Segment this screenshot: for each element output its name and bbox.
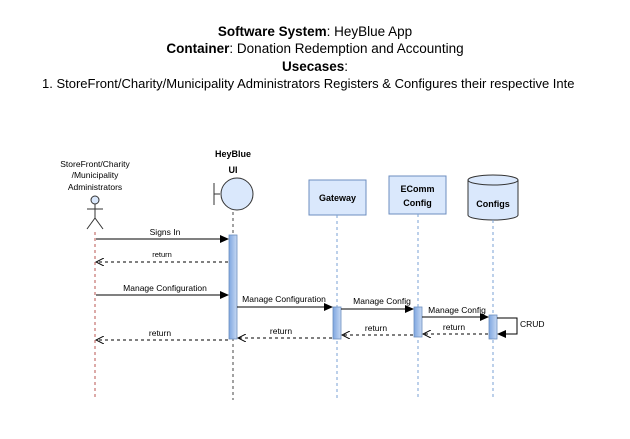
actor-administrators: StoreFront/Charity /Municipality Adminis… — [60, 159, 130, 400]
gateway-label: Gateway — [319, 193, 356, 203]
database-icon — [467, 174, 519, 221]
message-signs-in: Signs In — [96, 227, 229, 243]
configs-label: Configs — [476, 199, 510, 209]
actor-label-3: Administrators — [68, 182, 122, 192]
system-title: Software System: HeyBlue App — [217, 24, 413, 39]
svg-text:Manage Config: Manage Config — [353, 296, 411, 306]
svg-text:Manage Configuration: Manage Configuration — [123, 283, 207, 293]
svg-text:return: return — [365, 323, 387, 333]
boundary-icon — [213, 177, 254, 211]
svg-text:CRUD: CRUD — [520, 319, 545, 329]
message-crud-self: CRUD — [497, 317, 545, 338]
stick-figure-icon — [86, 195, 104, 230]
participant-gateway: Gateway — [308, 179, 367, 400]
configs-activation — [488, 314, 498, 340]
message-return-gateway: return — [238, 326, 332, 338]
message-manage-config-4: Manage Config — [422, 305, 489, 321]
ecomm-label-1: EComm — [400, 184, 434, 194]
svg-text:return: return — [270, 326, 292, 336]
gateway-activation — [332, 306, 342, 340]
message-return-ui: return — [96, 328, 228, 340]
message-return-ecomm: return — [342, 323, 413, 335]
svg-text:Manage Config: Manage Config — [428, 305, 486, 315]
participant-configs: Configs — [467, 174, 519, 400]
actor-label-1: StoreFront/Charity — [60, 159, 130, 169]
svg-text:return: return — [152, 250, 172, 259]
svg-text:Manage Configuration: Manage Configuration — [242, 294, 326, 304]
message-manage-config-3: Manage Config — [341, 296, 414, 313]
usecases-heading: Usecases: — [281, 59, 349, 74]
ecomm-activation — [413, 306, 423, 338]
message-manage-configuration-1: Manage Configuration — [96, 283, 229, 299]
participant-ecomm-config: EComm Config — [388, 175, 447, 400]
ui-label-2: UI — [229, 165, 238, 175]
actor-label-2: /Municipality — [72, 170, 120, 180]
message-manage-configuration-2: Manage Configuration — [237, 294, 333, 311]
usecase-1: 1. StoreFront/Charity/Municipality Admin… — [42, 76, 575, 91]
svg-text:return: return — [149, 328, 171, 338]
svg-text:return: return — [443, 322, 465, 332]
svg-text:Signs In: Signs In — [150, 227, 181, 237]
ui-label-1: HeyBlue — [215, 149, 251, 159]
participant-heyblue-ui: HeyBlue UI — [213, 149, 254, 400]
message-return-1: return — [96, 250, 228, 262]
container-title: Container: Donation Redemption and Accou… — [166, 41, 464, 56]
ecomm-label-2: Config — [403, 198, 432, 208]
message-return-configs: return — [423, 322, 488, 334]
ui-activation — [228, 234, 238, 340]
